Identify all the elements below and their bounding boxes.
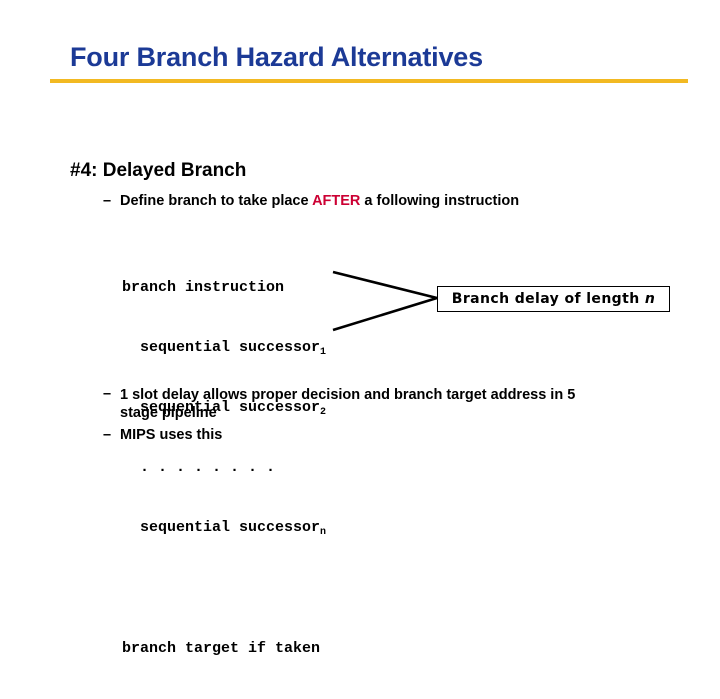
bullet-dash-icon: –: [103, 427, 112, 443]
bullet-slot-delay-text: 1 slot delay allows proper decision and …: [120, 387, 576, 421]
bullet-slot-delay: – 1 slot delay allows proper decision an…: [103, 386, 603, 422]
bullet-text-after: a following instruction: [360, 193, 520, 209]
code-block: branch instruction sequential successor1…: [122, 238, 326, 699]
code-line-text: branch target if taken: [122, 640, 321, 657]
callout-branch-delay-text: Branch delay of length n: [452, 291, 655, 307]
code-line-successor-n: sequential successorn: [122, 518, 326, 538]
code-line-text: sequential successor: [122, 519, 321, 536]
section-heading: #4: Delayed Branch: [70, 160, 247, 181]
brace-connector-icon: [332, 270, 438, 332]
slide-canvas: Four Branch Hazard Alternatives #4: Dela…: [50, 42, 688, 657]
code-line-spacer: [122, 578, 326, 599]
bullet-dash-icon: –: [103, 386, 112, 402]
callout-italic-n: n: [644, 291, 656, 307]
bullet-define-branch: – Define branch to take place AFTER a fo…: [103, 193, 519, 209]
code-line-text: sequential successor: [122, 399, 321, 416]
code-line-successor-1: sequential successor1: [122, 338, 326, 358]
code-line-successor-2: sequential successor2: [122, 398, 326, 418]
bullet-dash-icon: –: [103, 193, 112, 209]
bullet-mips-uses-this: – MIPS uses this: [103, 427, 222, 443]
bullet-mips-uses-this-text: MIPS uses this: [120, 427, 223, 443]
callout-branch-delay: Branch delay of length n: [437, 286, 670, 312]
code-line-branch-target: branch target if taken: [122, 639, 326, 659]
code-line-branch-instruction: branch instruction: [122, 278, 326, 298]
page-title: Four Branch Hazard Alternatives: [70, 42, 483, 72]
code-subscript: 1: [320, 347, 327, 358]
code-line-text: . . . . . . . .: [122, 459, 276, 476]
code-subscript: n: [320, 527, 327, 538]
code-subscript: 2: [320, 407, 327, 418]
code-line-ellipsis: . . . . . . . .: [122, 458, 326, 478]
bullet-define-branch-text: Define branch to take place AFTER a foll…: [120, 193, 519, 209]
bullet-text-before: Define branch to take place: [120, 193, 313, 209]
callout-text-before: Branch delay of length: [451, 291, 645, 307]
code-line-text: branch instruction: [122, 279, 285, 296]
bullet-emphasis-after: AFTER: [312, 193, 361, 209]
title-divider-rule: [50, 79, 688, 83]
code-line-text: sequential successor: [122, 339, 321, 356]
